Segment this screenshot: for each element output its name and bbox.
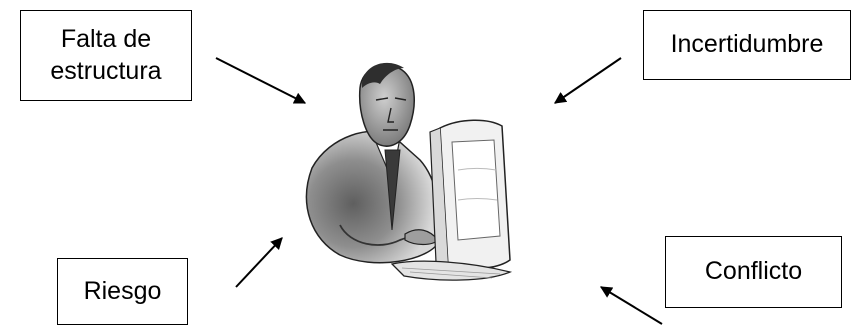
label-box-falta-de-estructura: Falta de estructura [20, 10, 192, 101]
arrow-incertidumbre [555, 58, 621, 103]
label-falta-line1: Falta de [21, 24, 191, 55]
label-conflicto: Conflicto [705, 256, 802, 287]
label-box-conflicto: Conflicto [665, 236, 842, 308]
arrow-falta [216, 58, 305, 103]
label-riesgo: Riesgo [84, 276, 162, 307]
man-at-computer-illustration [307, 63, 510, 280]
label-box-riesgo: Riesgo [57, 258, 188, 325]
label-falta-line2: estructura [21, 56, 191, 87]
arrow-conflicto [601, 287, 662, 324]
label-incertidumbre: Incertidumbre [671, 29, 824, 60]
arrow-riesgo [236, 238, 282, 287]
label-box-incertidumbre: Incertidumbre [643, 10, 851, 80]
